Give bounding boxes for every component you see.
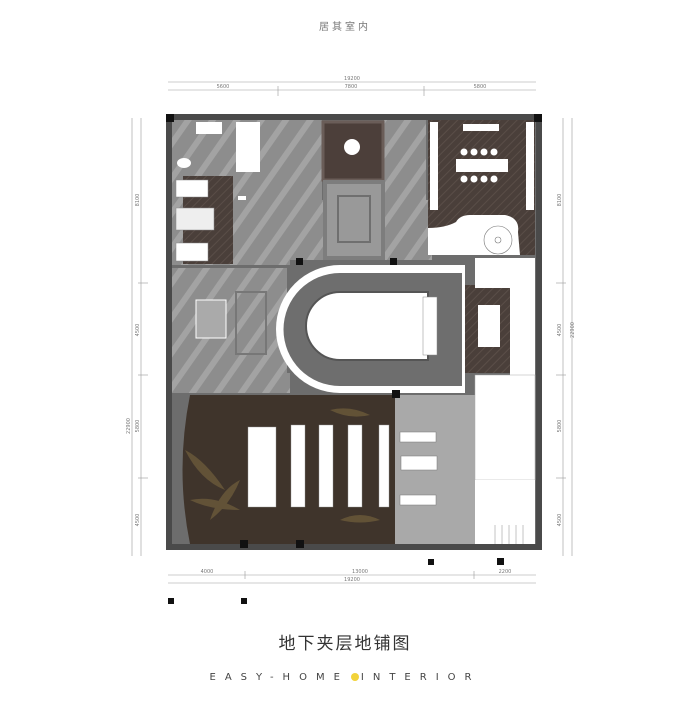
theater-seats	[247, 424, 390, 508]
sink-counter	[196, 122, 222, 134]
footer-brand-right: INTERIOR	[360, 672, 481, 683]
dim-left-2: 4500	[135, 324, 141, 337]
dim-left-4: 4500	[135, 514, 141, 527]
stair-room	[475, 480, 535, 544]
dim-bottom-total: 19200	[344, 577, 360, 583]
dim-right-3: 5800	[557, 420, 563, 433]
dim-right-total: 22900	[570, 322, 576, 338]
dimension-bottom	[168, 571, 536, 584]
void-area	[474, 374, 536, 481]
sideboard	[463, 124, 499, 131]
columns	[166, 114, 542, 604]
floor-inlay	[235, 291, 267, 355]
storage-room	[290, 120, 322, 260]
bamboo-pattern	[185, 408, 380, 523]
dim-bottom-2: 13000	[352, 569, 368, 575]
toilet	[177, 158, 191, 168]
dim-left-total: 22900	[126, 418, 132, 434]
dimension-right	[556, 118, 573, 556]
stair-landing	[236, 122, 260, 172]
brand-header: 居其室内	[319, 22, 371, 33]
spiral-stair	[483, 225, 513, 255]
footer-brand-left: EASY-HOME	[209, 672, 349, 683]
dimension-top	[168, 81, 536, 96]
lounge-left	[172, 268, 287, 373]
dim-right-1: 8100	[557, 194, 563, 207]
dim-top-2: 7800	[345, 84, 358, 90]
cabinet	[526, 122, 534, 210]
floor-inlay	[337, 195, 371, 243]
dimension-left	[131, 118, 148, 556]
round-table	[344, 139, 360, 155]
bed	[175, 207, 215, 231]
dining-chairs	[460, 148, 498, 183]
dim-right-4: 4500	[557, 514, 563, 527]
void-area	[475, 258, 535, 288]
dim-bottom-1: 4000	[201, 569, 214, 575]
drawing-title: 地下夹层地铺图	[278, 634, 412, 654]
pool	[305, 291, 429, 361]
dim-right-2: 4500	[557, 324, 563, 337]
dim-top-1: 5600	[217, 84, 230, 90]
table	[478, 305, 500, 347]
spiral-stair-core	[494, 236, 502, 244]
dim-top-3: 5800	[474, 84, 487, 90]
elevator	[195, 299, 227, 339]
washroom-right	[384, 120, 426, 260]
footer-brand: EASY-HOME INTERIOR	[0, 672, 690, 683]
bed	[175, 242, 209, 262]
theater-room	[182, 395, 395, 544]
dining-table	[456, 159, 508, 172]
gym-equipment	[399, 431, 438, 506]
dot-icon	[350, 673, 359, 681]
pool-console	[422, 296, 438, 356]
passage	[172, 373, 290, 393]
dim-left-1: 8100	[135, 194, 141, 207]
cabinet	[430, 122, 438, 210]
dim-top-total: 19200	[344, 76, 360, 82]
dim-left-3: 5800	[135, 420, 141, 433]
bed	[175, 179, 209, 198]
stairs	[494, 525, 524, 544]
dim-bottom-3: 2200	[499, 569, 512, 575]
entry-hall	[323, 180, 385, 260]
